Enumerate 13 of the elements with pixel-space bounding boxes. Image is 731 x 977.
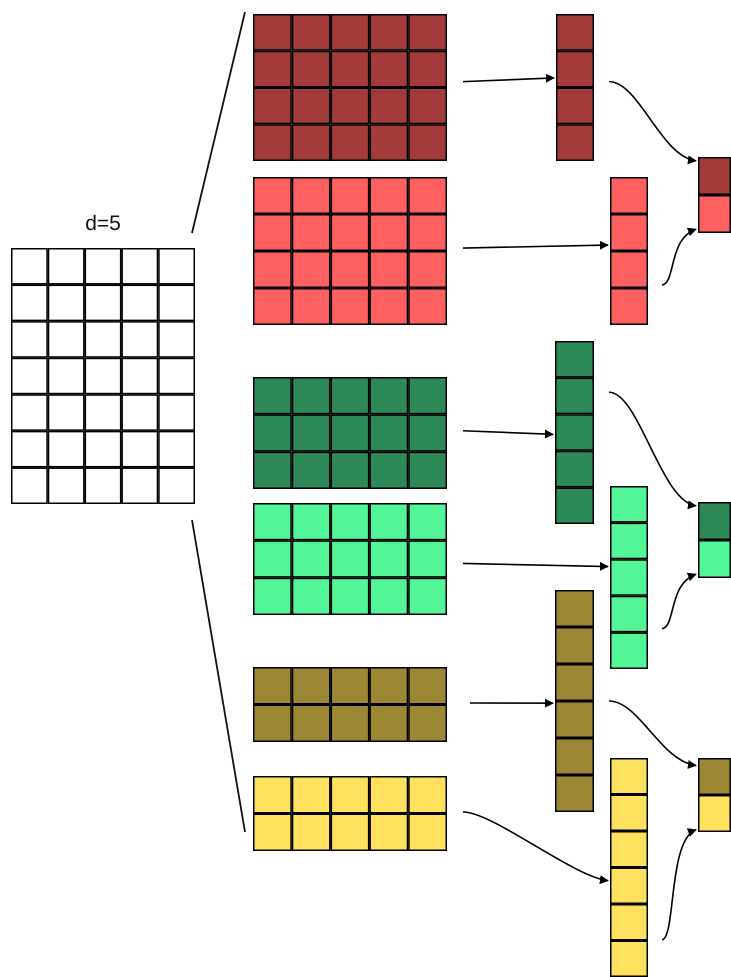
arrow	[608, 700, 697, 768]
arrow	[462, 430, 554, 438]
arrow	[662, 228, 697, 286]
arrow	[608, 391, 697, 508]
arrow	[608, 80, 697, 163]
dimension-label: d=5	[84, 212, 122, 236]
arrow	[462, 74, 555, 83]
arrow	[462, 240, 609, 250]
arrow	[470, 698, 554, 708]
arrow	[662, 573, 697, 630]
arrow	[662, 829, 697, 940]
arrow	[462, 562, 609, 571]
arrow	[462, 811, 609, 884]
